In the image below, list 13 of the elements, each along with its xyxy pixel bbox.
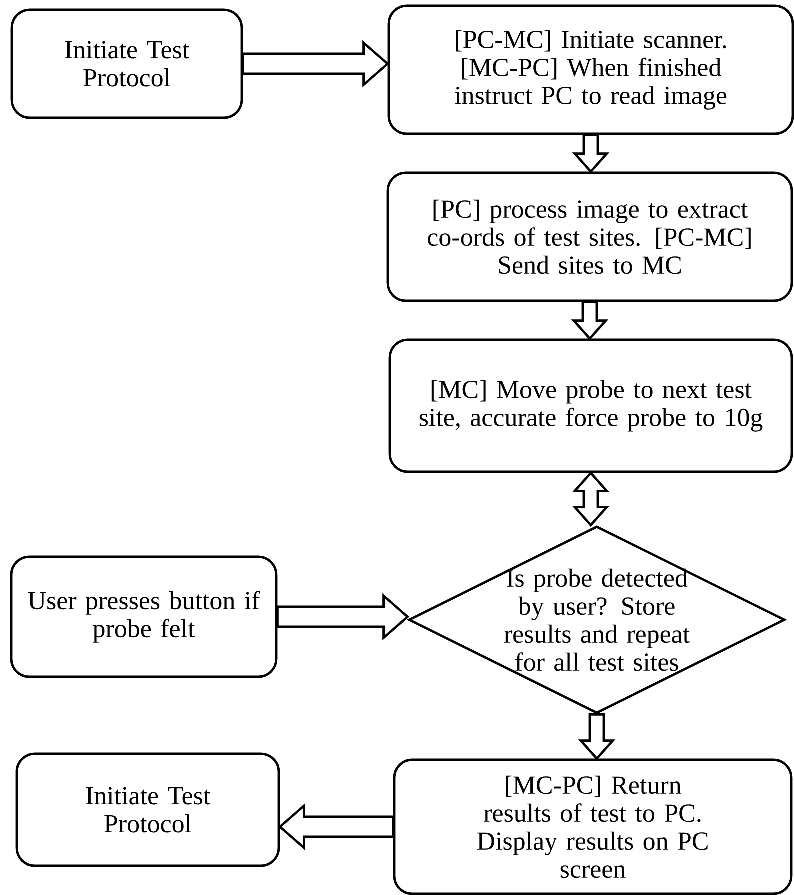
block-arrow (578, 714, 616, 761)
block-arrow (276, 593, 410, 641)
process-box: Initiate Test Protocol (10, 8, 244, 120)
process-box: [MC] Move probe to next test site, accurate force probe to 10g (388, 338, 794, 474)
block-arrow (278, 803, 394, 851)
process-box: User presses button if probe felt (10, 556, 278, 678)
process-box: [MC-PC] Return results of test to PC. Display results on PC screen (393, 758, 793, 895)
process-box: Initiate Test Protocol (16, 752, 280, 868)
process-box: [PC] process image to extract co-ords of test sites. [PC-MC] Send sites to MC (386, 172, 794, 302)
block-arrow (242, 40, 390, 88)
process-box: [PC-MC] Initiate scanner. [MC-PC] When finished instruct PC to read image (388, 4, 794, 136)
block-arrow (571, 301, 609, 341)
block-arrow (572, 134, 610, 174)
